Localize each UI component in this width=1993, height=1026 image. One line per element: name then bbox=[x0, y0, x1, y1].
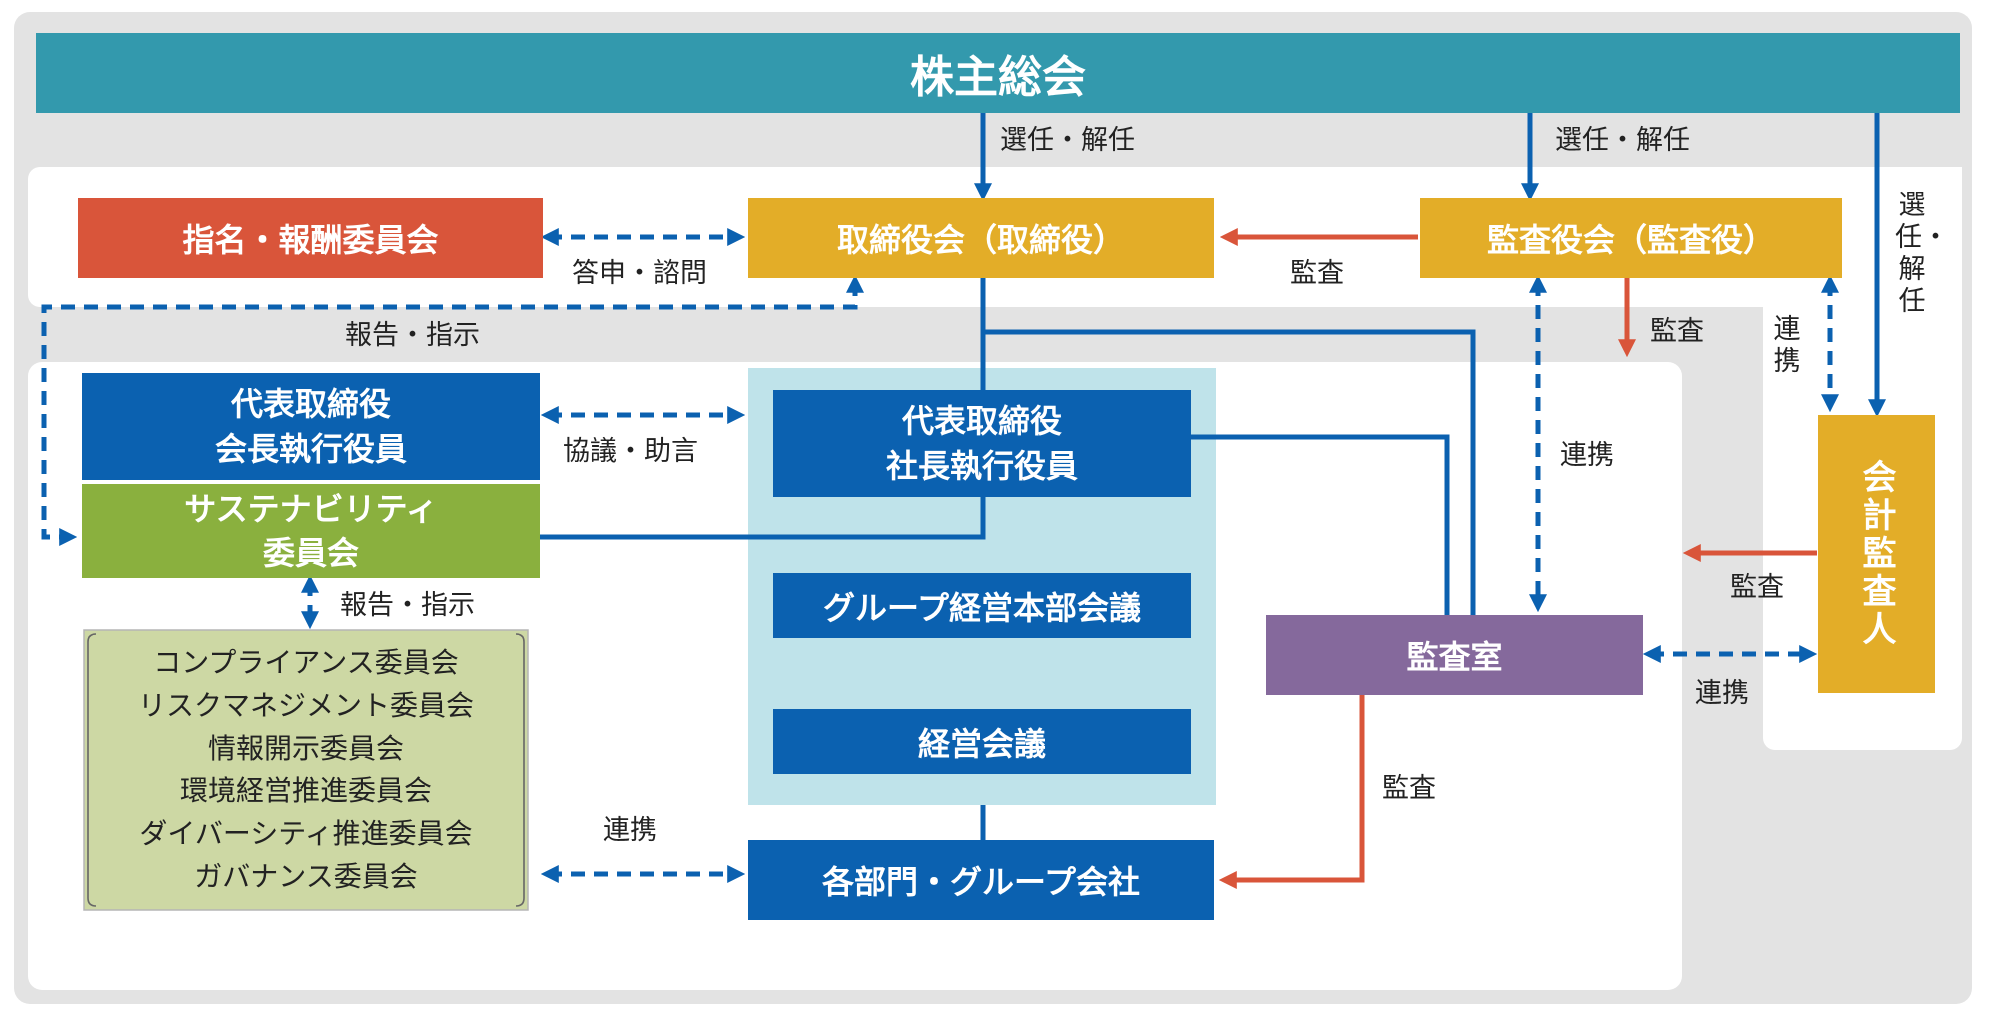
audit-office-box: 監査室 bbox=[1266, 615, 1643, 695]
label-audit-board: 監査 bbox=[1290, 258, 1344, 289]
committee-list-box bbox=[83, 629, 529, 911]
divisions-label: 各部門・グループ会社 bbox=[821, 863, 1141, 901]
audit-office-label: 監査室 bbox=[1406, 638, 1503, 676]
shareholders-meeting-label: 株主総会 bbox=[910, 52, 1086, 103]
committee-list-bracket-right bbox=[515, 633, 525, 907]
committee-item: 情報開示委員会 bbox=[207, 731, 404, 765]
committee-list: コンプライアンス委員会 リスクマネジメント委員会 情報開示委員会 環境経営推進委… bbox=[92, 634, 520, 906]
committee-list-bracket-left bbox=[87, 633, 97, 907]
audit-board-box: 監査役会（監査役） bbox=[1420, 198, 1842, 278]
mgmt-meeting-label: 経営会議 bbox=[917, 724, 1046, 763]
nomination-committee-box: 指名・報酬委員会 bbox=[78, 198, 543, 278]
nomination-committee-label: 指名・報酬委員会 bbox=[182, 221, 439, 259]
committee-item: ダイバーシティ推進委員会 bbox=[139, 817, 473, 851]
committee-item: ガバナンス委員会 bbox=[194, 860, 418, 894]
chairman-box: 代表取締役 会長執行役員 bbox=[82, 373, 540, 480]
committee-item: リスクマネジメント委員会 bbox=[137, 688, 474, 722]
chairman-line-2: 会長執行役員 bbox=[214, 429, 407, 468]
label-appoint-dismiss-board: 選任・解任 bbox=[1000, 125, 1135, 156]
audit-board-label: 監査役会（監査役） bbox=[1486, 221, 1775, 259]
chairman-line-1: 代表取締役 bbox=[230, 385, 391, 424]
line-board-auditoffice bbox=[983, 329, 1476, 615]
president-box: 代表取締役 社長執行役員 bbox=[773, 390, 1191, 497]
label-liaison-acct: 連携 bbox=[1773, 314, 1801, 377]
dash-report-board-sustain bbox=[41, 274, 864, 546]
president-line-1: 代表取締役 bbox=[901, 402, 1062, 441]
accounting-auditor-label: 会計監査人 bbox=[1856, 459, 1896, 649]
sustainability-line-1: サステナビリティ bbox=[184, 489, 438, 528]
label-audit-office-divisions: 監査 bbox=[1382, 773, 1436, 804]
label-consult-advise: 協議・助言 bbox=[563, 436, 698, 467]
label-audit-down: 監査 bbox=[1650, 316, 1704, 347]
president-line-2: 社長執行役員 bbox=[885, 446, 1078, 485]
label-liaison-acct-office: 連携 bbox=[1695, 678, 1749, 709]
label-liaison-auditoffice: 連携 bbox=[1560, 440, 1614, 471]
arrow-audit-divisions bbox=[1218, 694, 1365, 889]
sustainability-committee-box: サステナビリティ 委員会 bbox=[82, 484, 540, 578]
label-appoint-dismiss-auditboard: 選任・解任 bbox=[1555, 125, 1690, 156]
line-president-auditoffice bbox=[1190, 434, 1450, 615]
accounting-auditor-box: 会計監査人 bbox=[1818, 415, 1935, 693]
label-report-instruct-mid: 報告・指示 bbox=[340, 590, 475, 621]
board-box: 取締役会（取締役） bbox=[748, 198, 1214, 278]
board-label: 取締役会（取締役） bbox=[836, 221, 1125, 259]
board-panel-left bbox=[28, 167, 88, 307]
label-audit-from-acct: 監査 bbox=[1730, 572, 1784, 603]
label-report-consult: 答申・諮問 bbox=[572, 258, 707, 289]
label-appoint-dismiss-acct: 選任・解任 bbox=[1895, 190, 1949, 317]
sustainability-line-2: 委員会 bbox=[262, 534, 359, 572]
committee-item: 環境経営推進委員会 bbox=[179, 774, 432, 808]
committee-item: コンプライアンス委員会 bbox=[153, 645, 459, 679]
mgmt-meeting-box: 経営会議 bbox=[773, 709, 1191, 774]
divisions-box: 各部門・グループ会社 bbox=[748, 840, 1214, 920]
label-liaison-committees: 連携 bbox=[603, 815, 657, 846]
group-mgmt-meeting-label: グループ経営本部会議 bbox=[822, 588, 1142, 627]
group-mgmt-meeting-box: グループ経営本部会議 bbox=[773, 573, 1191, 638]
shareholders-meeting-box: 株主総会 bbox=[36, 33, 1960, 113]
label-report-instruct-top: 報告・指示 bbox=[345, 320, 480, 351]
